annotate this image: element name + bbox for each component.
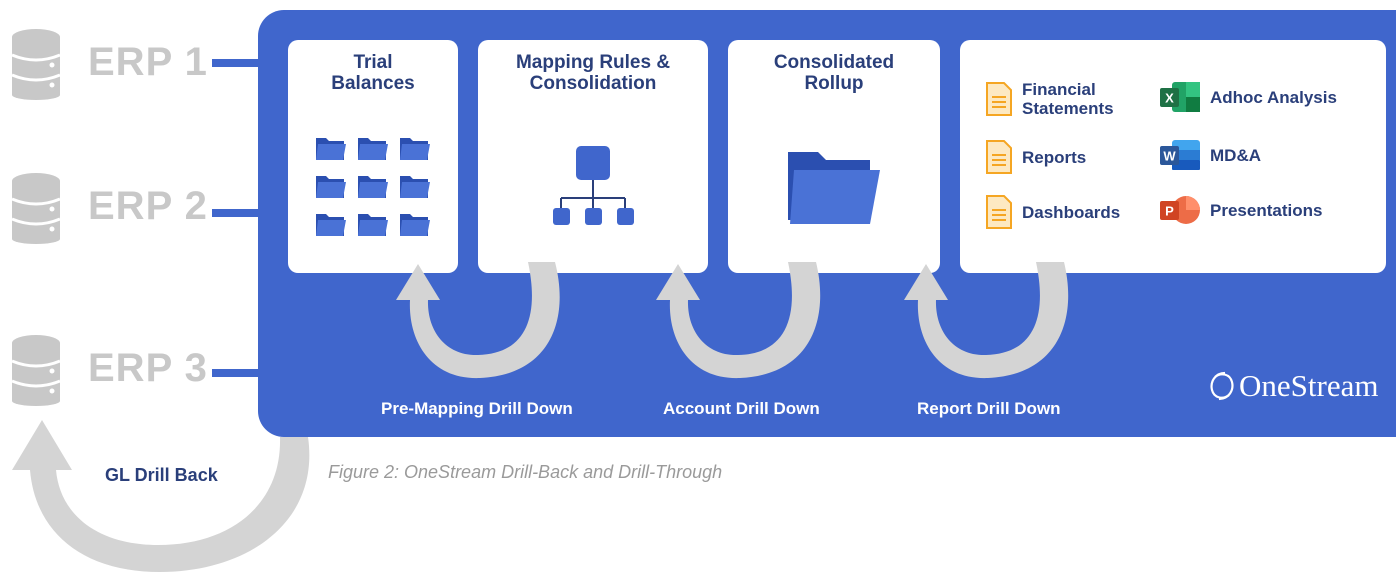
- outputs-card: Financial Statements Reports Dashboards: [960, 40, 1386, 273]
- reports-item: Reports: [986, 140, 1086, 174]
- presentations-item: P Presentations: [1160, 195, 1322, 225]
- erp-3-label: ERP 3: [88, 346, 208, 390]
- mapping-rules-title: Mapping Rules & Consolidation: [515, 52, 671, 94]
- document-icon: [986, 82, 1012, 116]
- mapping-rules-card: Mapping Rules & Consolidation: [478, 40, 708, 273]
- erp-3: ERP 3: [10, 334, 250, 406]
- document-icon: [986, 140, 1012, 174]
- erp-2-label: ERP 2: [88, 184, 208, 228]
- onestream-logo-icon: [1210, 371, 1234, 401]
- svg-text:P: P: [1165, 204, 1174, 219]
- svg-text:W: W: [1163, 149, 1176, 164]
- mda-label: MD&A: [1210, 145, 1261, 165]
- erp-2-connector: [212, 209, 260, 217]
- report-drill-label: Report Drill Down: [917, 399, 1061, 418]
- erp-3-connector: [212, 369, 260, 377]
- reports-label: Reports: [1022, 147, 1087, 167]
- database-icon: [11, 173, 61, 244]
- trial-balances-card: Trial Balances: [288, 40, 458, 273]
- gl-drill-back-label: GL Drill Back: [105, 465, 218, 485]
- erp-1: ERP 1: [10, 28, 250, 100]
- dashboards-label: Dashboards: [1022, 202, 1121, 222]
- database-icon: [11, 29, 61, 100]
- trial-balances-title: Trial Balances: [331, 52, 415, 94]
- onestream-logo: OneStream: [1207, 368, 1378, 404]
- adhoc-analysis-item: X Adhoc Analysis: [1160, 82, 1337, 112]
- folder-icon: [788, 152, 880, 224]
- onestream-brand-text: OneStream: [1239, 368, 1379, 403]
- consolidated-rollup-card: Consolidated Rollup: [728, 40, 940, 273]
- excel-icon: X: [1160, 82, 1200, 112]
- consolidated-rollup-title: Consolidated Rollup: [773, 52, 895, 94]
- mda-item: W MD&A: [1160, 140, 1261, 170]
- adhoc-analysis-label: Adhoc Analysis: [1210, 87, 1337, 107]
- database-icon: [11, 335, 61, 406]
- hierarchy-icon: [553, 146, 634, 225]
- financial-statements-label: Financial Statements: [1022, 80, 1114, 118]
- curved-arrow-icon: [12, 262, 1069, 572]
- account-drill-label: Account Drill Down: [663, 399, 820, 418]
- financial-statements-item: Financial Statements: [986, 80, 1114, 118]
- pre-mapping-drill-label: Pre-Mapping Drill Down: [381, 399, 573, 418]
- presentations-label: Presentations: [1210, 200, 1323, 220]
- word-icon: W: [1160, 140, 1200, 170]
- svg-text:X: X: [1165, 91, 1174, 106]
- erp-1-connector: [212, 59, 260, 67]
- dashboards-item: Dashboards: [986, 195, 1120, 229]
- figure-caption: Figure 2: OneStream Drill-Back and Drill…: [328, 462, 723, 482]
- powerpoint-icon: P: [1160, 196, 1200, 224]
- document-icon: [986, 195, 1012, 229]
- erp-1-label: ERP 1: [88, 40, 208, 84]
- erp-2: ERP 2: [10, 172, 250, 244]
